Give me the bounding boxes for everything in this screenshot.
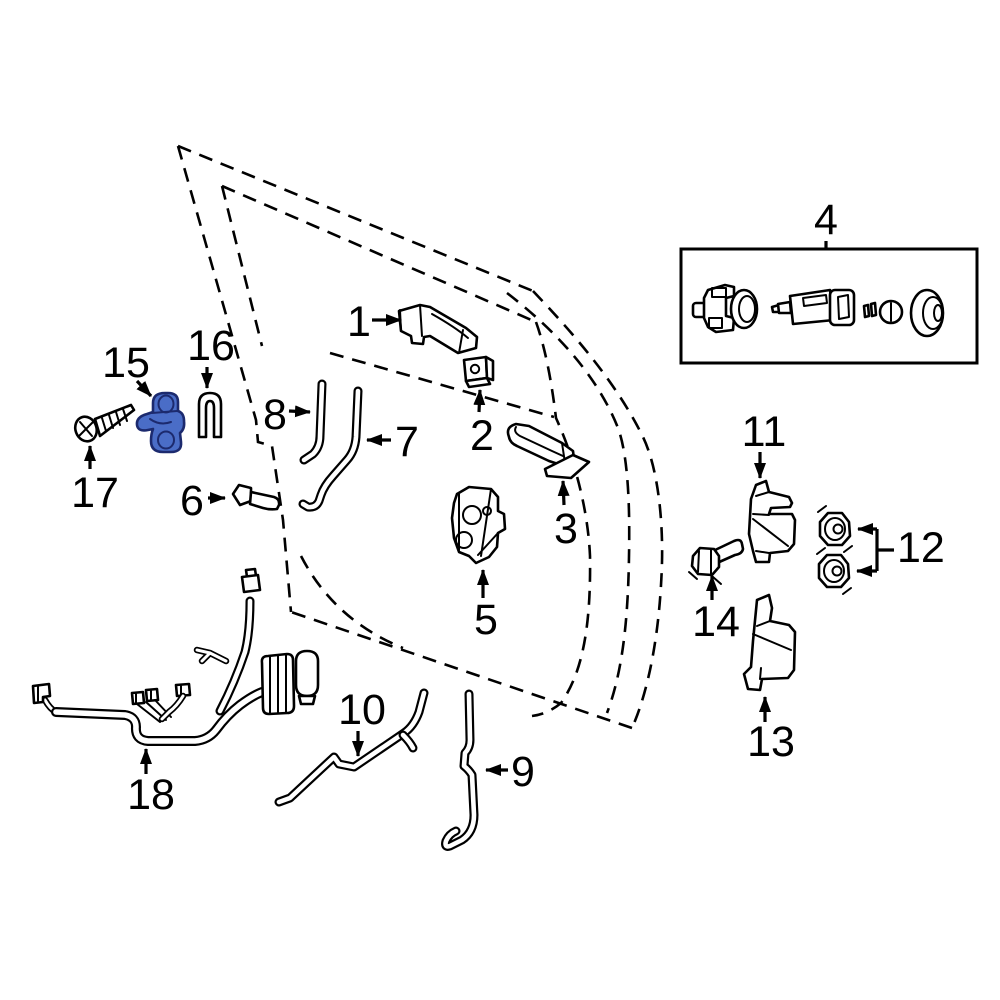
hinge-nut-lower bbox=[816, 547, 852, 595]
window-top-inner bbox=[221, 184, 537, 324]
callout-1-label: 1 bbox=[347, 298, 371, 346]
callout-16-label: 16 bbox=[187, 322, 235, 370]
part-16-rod-clip bbox=[197, 391, 223, 439]
callout-3-label: 3 bbox=[554, 505, 578, 553]
callout-5-label: 5 bbox=[474, 596, 498, 644]
callout-2: 2 bbox=[470, 389, 494, 460]
part-14-hinge-bolt bbox=[688, 538, 745, 585]
callout-7-label: 7 bbox=[395, 418, 419, 466]
part-13-lower-hinge bbox=[742, 593, 797, 692]
callout-12-bracket bbox=[875, 529, 894, 571]
window-channel-rear bbox=[531, 321, 592, 718]
callout-15-arrow bbox=[135, 379, 153, 398]
part-12-hinge-nuts bbox=[816, 505, 853, 595]
part-15-door-check bbox=[135, 391, 186, 454]
part-18-door-wiring-harness bbox=[31, 567, 320, 746]
callout-1: 1 bbox=[347, 298, 402, 346]
harness-connector-top bbox=[240, 567, 262, 594]
part-5-door-latch bbox=[450, 485, 507, 565]
callout-2-arrow bbox=[473, 389, 486, 413]
part-10-interior-handle-rod bbox=[274, 688, 429, 807]
harness-fork-clip bbox=[193, 646, 230, 665]
callout-13: 13 bbox=[747, 696, 795, 766]
callout-11-label: 11 bbox=[742, 408, 787, 456]
callout-2-label: 2 bbox=[470, 412, 494, 460]
part-7-latch-release-rod bbox=[298, 386, 363, 512]
callout-12: 12 bbox=[856, 523, 945, 577]
callout-10: 10 bbox=[338, 686, 386, 757]
harness-connector-left bbox=[31, 682, 52, 705]
harness-grommet-boot bbox=[260, 649, 320, 716]
belt-line bbox=[329, 351, 555, 419]
part-8-lock-link-rod bbox=[299, 379, 327, 465]
lock-cylinder bbox=[770, 288, 856, 327]
harness-connector-cluster bbox=[130, 682, 192, 723]
callout-15: 15 bbox=[102, 339, 153, 398]
part-17-screw bbox=[73, 403, 136, 443]
door-rear-inner bbox=[506, 291, 631, 714]
door-top-outer bbox=[177, 144, 534, 293]
callout-12-label: 12 bbox=[897, 524, 945, 572]
part-1-exterior-door-handle bbox=[397, 303, 479, 355]
door-front-edge bbox=[176, 145, 293, 613]
key-bits bbox=[862, 301, 878, 319]
cylinder-cap bbox=[878, 299, 904, 325]
door-outline bbox=[176, 144, 664, 730]
callout-17-label: 17 bbox=[71, 469, 119, 517]
door-front-lower-curve bbox=[299, 555, 404, 650]
callout-8-label: 8 bbox=[263, 391, 287, 439]
callout-17: 17 bbox=[71, 445, 119, 517]
cylinder-housing bbox=[691, 283, 759, 334]
callout-3-arrow bbox=[557, 480, 570, 506]
part-4-lock-cylinder-kit bbox=[679, 247, 979, 365]
door-bottom bbox=[290, 610, 633, 730]
callout-4: 4 bbox=[814, 196, 838, 249]
callout-3: 3 bbox=[554, 480, 578, 553]
cylinder-grommet bbox=[909, 288, 945, 338]
callout-9: 9 bbox=[485, 748, 535, 796]
callout-10-label: 10 bbox=[338, 686, 386, 734]
callout-15-label: 15 bbox=[102, 339, 150, 387]
callout-18: 18 bbox=[127, 748, 175, 819]
part-6-retainer-pin bbox=[231, 483, 281, 511]
hinge-nut-upper bbox=[817, 505, 853, 553]
part-3-handle-base-cap bbox=[506, 422, 591, 480]
callout-6: 6 bbox=[180, 477, 226, 525]
window-front-inner bbox=[220, 185, 264, 347]
callout-18-label: 18 bbox=[127, 771, 175, 819]
callout-16: 16 bbox=[187, 322, 235, 389]
callout-7: 7 bbox=[366, 418, 419, 466]
callout-8: 8 bbox=[263, 391, 311, 439]
callout-11: 11 bbox=[742, 408, 787, 479]
callout-6-label: 6 bbox=[180, 477, 204, 525]
callout-14: 14 bbox=[692, 575, 740, 646]
callout-5: 5 bbox=[474, 569, 498, 644]
callout-8-arrow bbox=[288, 405, 311, 418]
callout-14-label: 14 bbox=[692, 598, 740, 646]
callout-9-label: 9 bbox=[511, 748, 535, 796]
part-2-handle-mount-bracket bbox=[462, 355, 495, 389]
callout-13-label: 13 bbox=[747, 718, 795, 766]
door-rear-outer bbox=[532, 290, 664, 729]
callout-4-label: 4 bbox=[814, 196, 838, 244]
part-9-interior-lock-rod bbox=[441, 689, 479, 851]
part-11-upper-hinge bbox=[747, 479, 797, 564]
